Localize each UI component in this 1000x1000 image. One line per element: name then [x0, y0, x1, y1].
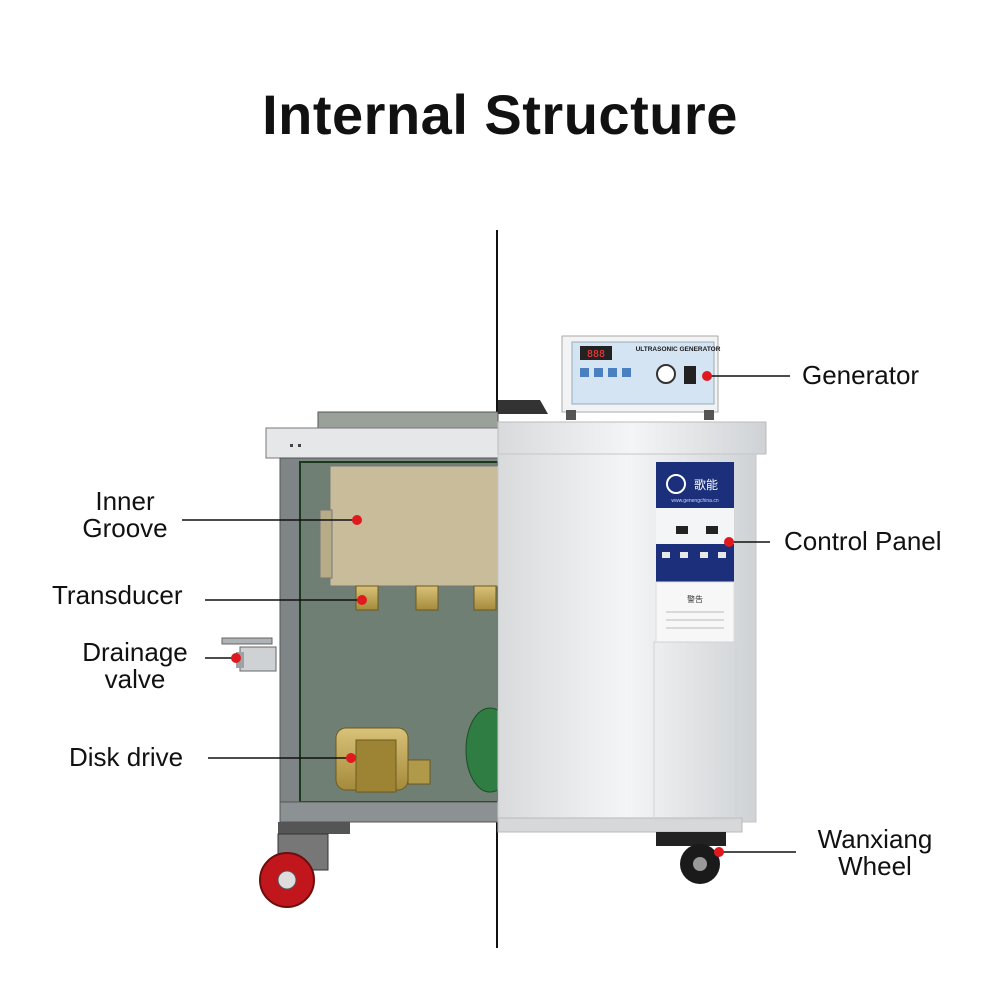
left-caster	[259, 833, 329, 908]
transducer-label: Transducer	[52, 580, 183, 610]
control-panel-brand: 歌能	[694, 477, 718, 492]
wanxiang-wheel-label: Wanxiang Wheel	[800, 826, 950, 880]
wanxiang-wheel-label-line1: Wanxiang	[817, 824, 933, 854]
wanxiang-wheel-marker	[714, 847, 724, 857]
control-panel-face: 歌能 www.genengchina.cn 警告	[653, 462, 737, 821]
disk-drive-part	[335, 727, 431, 793]
photo-machine: 888 ULTRASONIC GENERATOR 歌能 www.genengch…	[497, 335, 767, 884]
inner-groove-label-line1: Inner	[95, 486, 155, 516]
warning-title: 警告	[687, 594, 703, 604]
diagram-title: Internal Structure	[262, 83, 738, 146]
drainage-valve-label-line2: valve	[104, 664, 166, 694]
cutaway-lid	[317, 411, 499, 431]
ultrasonic-generator-box: 888 ULTRASONIC GENERATOR	[561, 335, 721, 420]
wanxiang-wheel-label-line2: Wheel	[838, 851, 912, 881]
drainage-valve-marker	[231, 653, 241, 663]
inner-groove-marker	[352, 515, 362, 525]
cutaway-machine	[221, 411, 515, 908]
inner-groove-box	[329, 465, 499, 587]
control-panel-marker	[724, 537, 734, 547]
control-panel-label: Control Panel	[784, 526, 942, 556]
transducer-marker	[357, 595, 367, 605]
transducer-row	[355, 585, 497, 611]
disk-drive-label: Disk drive	[69, 742, 184, 772]
generator-display: 888	[587, 349, 605, 360]
generator-marker	[702, 371, 712, 381]
inner-groove-label-line2: Groove	[82, 513, 168, 543]
drainage-valve-part	[221, 637, 277, 672]
disk-drive-marker	[346, 753, 356, 763]
drainage-valve-label: Drainage valve	[70, 639, 200, 693]
wanxiang-wheel-part	[656, 832, 726, 884]
generator-panel-title: ULTRASONIC GENERATOR	[636, 346, 721, 353]
inner-groove-label: Inner Groove	[70, 488, 180, 542]
leader-lines	[182, 375, 796, 853]
drainage-valve-label-line1: Drainage	[82, 637, 188, 667]
cutaway-top-rim	[265, 427, 499, 459]
generator-label: Generator	[802, 360, 920, 390]
marker-dots	[231, 371, 734, 857]
control-panel-website: www.genengchina.cn	[671, 498, 718, 504]
